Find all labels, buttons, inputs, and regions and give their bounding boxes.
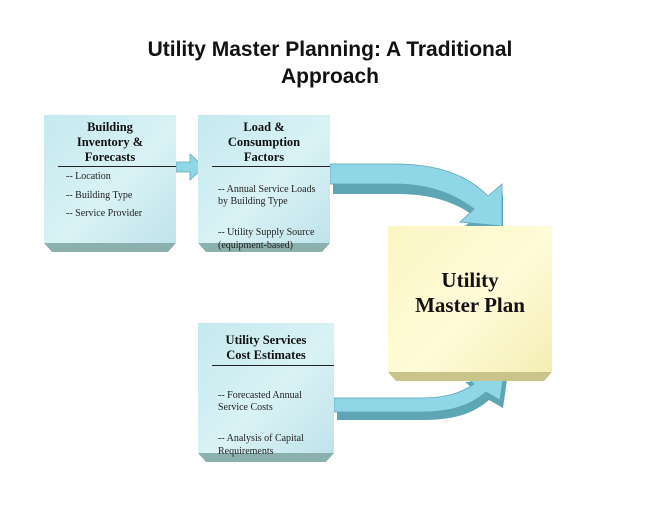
building-inventory-title-line: Forecasts bbox=[84, 150, 136, 164]
list-item: -- Service Provider bbox=[66, 208, 143, 219]
list-item: -- Utility Supply Source (equipment-base… bbox=[218, 227, 315, 251]
building-inventory-title-line: Building bbox=[87, 120, 133, 134]
building-inventory-title: Building Inventory & Forecasts bbox=[44, 120, 176, 165]
list-item: -- Location bbox=[66, 171, 111, 182]
cost-estimates-title-line: Cost Estimates bbox=[226, 348, 306, 362]
curved-arrow-load-to-master bbox=[329, 163, 503, 234]
diagram-title-line-2: Approach bbox=[280, 65, 379, 88]
load-consumption-title-line: Consumption bbox=[227, 135, 301, 149]
box-shadows bbox=[44, 243, 552, 462]
list-item: -- Analysis of Capital Requirements bbox=[218, 433, 304, 457]
title-divider bbox=[212, 166, 330, 167]
load-consumption-items: -- Annual Service Loads by Building Type… bbox=[218, 171, 315, 271]
diagram-title: Utility Master Planning: A Traditional A… bbox=[100, 36, 560, 90]
cost-estimates-title-line: Utility Services bbox=[225, 333, 307, 347]
list-item: -- Forecasted Annual Service Costs bbox=[218, 389, 302, 414]
load-consumption-title: Load & Consumption Factors bbox=[198, 120, 330, 165]
list-item: -- Building Type bbox=[66, 189, 133, 201]
cost-estimates-box: Utility Services Cost Estimates -- Forec… bbox=[198, 323, 334, 457]
title-divider bbox=[212, 365, 334, 366]
cost-estimates-items: -- Forecasted Annual Service Costs -- An… bbox=[218, 377, 304, 477]
list-item: -- Annual Service Loads by Building Type bbox=[218, 183, 316, 208]
load-consumption-title-line: Load & bbox=[243, 120, 285, 134]
utility-master-plan-title: Utility Master Plan bbox=[388, 268, 552, 318]
diagram-title-line-1: Utility Master Planning: A Traditional bbox=[147, 38, 513, 61]
utility-master-plan-box: Utility Master Plan bbox=[388, 226, 552, 372]
building-inventory-items: -- Location -- Building Type -- Service … bbox=[66, 171, 142, 227]
connector-arrow-building-to-load bbox=[175, 153, 205, 181]
load-consumption-box: Load & Consumption Factors -- Annual Ser… bbox=[198, 115, 330, 251]
cost-estimates-title: Utility Services Cost Estimates bbox=[198, 333, 334, 363]
master-plan-title-line: Utility bbox=[441, 268, 499, 292]
title-divider bbox=[58, 166, 176, 167]
load-consumption-title-line: Factors bbox=[243, 150, 285, 164]
building-inventory-box: Building Inventory & Forecasts -- Locati… bbox=[44, 115, 176, 243]
building-inventory-title-line: Inventory & bbox=[76, 135, 144, 149]
master-plan-title-line: Master Plan bbox=[415, 293, 525, 317]
